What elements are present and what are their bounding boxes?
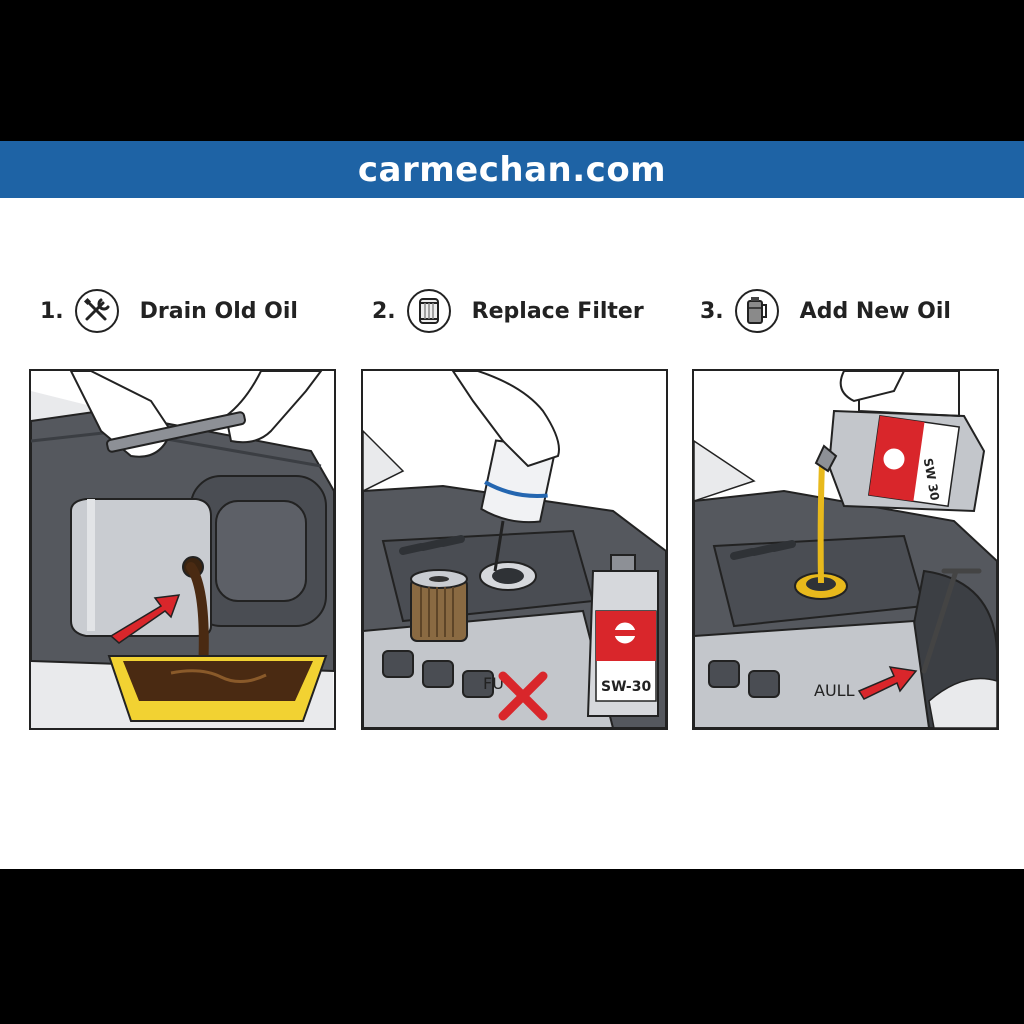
step-3-label: Add New Oil — [799, 298, 951, 324]
wrench-screwdriver-icon — [74, 289, 119, 333]
replace-filter-illustration: FU SW-30 — [363, 371, 666, 728]
panel-drain-oil — [29, 369, 336, 730]
step-1-heading: 1. Drain Old Oil — [40, 288, 298, 334]
oil-filter-icon — [406, 289, 451, 333]
site-name: carmechan.com — [357, 149, 667, 190]
add-oil-illustration: AULL SW 30 — [694, 371, 997, 728]
drain-oil-illustration — [31, 371, 334, 728]
bottle-label-filter: SW-30 — [601, 679, 651, 695]
panel-add-new-oil: AULL SW 30 — [692, 369, 999, 730]
step-3-number: 3. — [700, 298, 724, 324]
engine-label-fill: AULL — [814, 681, 855, 700]
engine-label-filter: FU — [483, 674, 504, 693]
step-2-heading: 2. Replace Filter — [372, 288, 644, 334]
step-2-label: Replace Filter — [471, 298, 644, 324]
panel-replace-filter: FU SW-30 — [361, 369, 668, 730]
step-3-heading: 3. Add New Oil — [700, 288, 951, 334]
site-banner: carmechan.com — [0, 141, 1024, 198]
step-2-number: 2. — [372, 298, 396, 324]
oil-can-icon — [734, 289, 779, 333]
step-1-label: Drain Old Oil — [139, 298, 298, 324]
step-1-number: 1. — [40, 298, 64, 324]
